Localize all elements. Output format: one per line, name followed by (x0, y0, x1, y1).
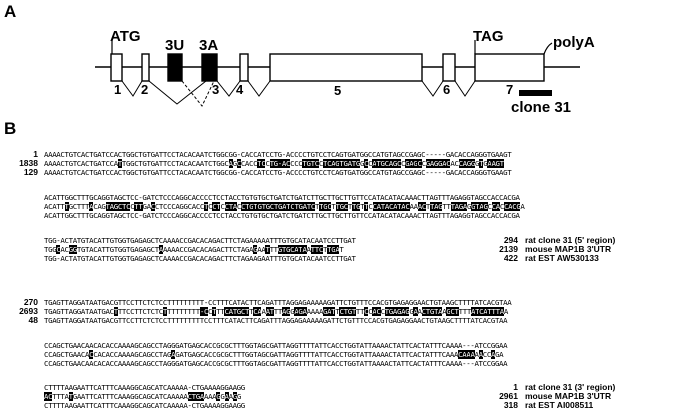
sequence-text: TGAGTTAGGATAATGACTTTCCTTCTCTCTTTTTTTTT-C… (44, 307, 508, 316)
atg-label: ATG (110, 28, 141, 45)
alignment-row: TGGCACGGTGTACATTGTGGTGAGAGCTAAAAACCGACAC… (0, 245, 675, 254)
sequence-text: AAAACTGTCACTGATCCATTGGCTGTGATTCCTACACAAT… (44, 159, 504, 168)
alignment-row: CTTTTAAGAATTCATTTCAAAGGCAGCATCAAAAA-CTGA… (0, 400, 675, 411)
alignment-row: 1838 AAAACTGTCACTGATCCATTGGCTGTGATTCCTACA… (0, 159, 675, 168)
gene-structure-diagram: ATG TAG polyA 3U 3A 1 2 3 4 5 6 7 clone … (95, 28, 595, 116)
alignment-row: ACTTTATGAATTCATTTCAAAGGCAGCATCAAAAACTGAA… (0, 392, 675, 401)
sequence-text: ACATTGGCTTTGCAGGTAGCTCC-GATCTCCCAGGCACCC… (44, 193, 520, 202)
exon-num-6: 6 (443, 82, 450, 97)
splice-1-2 (121, 80, 143, 97)
sequence-position: 1 (33, 149, 38, 159)
alignment-row: TGG-ACTATGTACATTGTGGTGAGAGCTCAAAACCGACAC… (0, 253, 675, 264)
sequence-position: 270 (23, 297, 38, 307)
panel-a-label: A (4, 2, 17, 21)
exon-1 (110, 53, 123, 82)
sequence-position: 1838 (19, 158, 38, 168)
polya-label: polyA (553, 34, 595, 51)
sequence-text: TGAGTTAGGATAATGACGTTCCTTCTCTCCTTTTTTTTT-… (44, 298, 512, 307)
alignment-row: 48 TGAGTTAGGATAATGACGTTCCTTCTCTCCTTTTTTTT… (0, 315, 675, 326)
exon-2 (141, 53, 150, 82)
alignment-row: CTTTTAAGAATTCATTTCAAAGGCAGCATCAAAAA-CTGA… (0, 382, 675, 393)
exon-num-3: 3 (212, 82, 219, 97)
alignment-row: 2693 TGAGTTAGGATAATGACTTTCCTTCTCTCTTTTTTT… (0, 307, 675, 316)
exon-3a-label: 3A (199, 37, 218, 54)
exon-7 (474, 53, 545, 82)
exon-num-1: 1 (114, 82, 121, 97)
sequence-label: rat clone 31 (5' region) (525, 235, 616, 245)
alignment-row: CCAGCTGAACACCACACCAAAAGCAGCCTAGAGATGAGCA… (0, 350, 675, 359)
exon-3a (201, 53, 218, 82)
sequence-end-position: 2139 (499, 244, 518, 254)
sequence-end-position: 294 (503, 235, 518, 245)
sequence-position: 2693 (19, 306, 38, 316)
splice-5-6 (421, 80, 444, 97)
sequence-label: rat clone 31 (3' region) (525, 382, 616, 392)
exon-num-2: 2 (141, 82, 148, 97)
alignment-row: 129 AAAACTGTCACTGATCCACTGGCTGTGATTCCTACAC… (0, 167, 675, 178)
sequence-text: ACATTGGCTTTGCAGGTAGCTCC-GATCTCCCAGGCACCC… (44, 211, 520, 220)
sequence-position: 48 (28, 315, 38, 325)
splice-3-4 (216, 80, 241, 97)
sequence-text: TGAGTTAGGATAATGACGTTCCTTCTCTCCTTTTTTTTTC… (44, 316, 508, 325)
panel-b-label: B (4, 119, 17, 138)
sequence-end-position: 2961 (499, 391, 518, 401)
sequence-text: CCAGCTGAACAACACACCAAAAGCAGCCTAGGGATGAGCA… (44, 359, 508, 368)
alignment-row: ACATTGGCTTTGCAGGTAGCTCC-GATCTCCCAGGCACCC… (0, 211, 675, 220)
alignment-block: TGG-ACTATGTACATTGTGGTGAGAGCTCAAAACCGACAC… (0, 235, 675, 264)
sequence-label: rat EST AW530133 (525, 253, 599, 263)
exon-num-7: 7 (506, 82, 513, 97)
alignment-row: ACATTTGCTTTACAGTAGCTCCTTGACCTCCCAGGCACCT… (0, 202, 675, 211)
polya-marker (543, 42, 553, 55)
exon-5 (269, 53, 423, 82)
exon-4 (239, 53, 249, 82)
sequence-text: AAAACTGTCACTGATCCACTGGCTGTGATTCCTACACAAT… (44, 150, 512, 159)
sequence-text: TGG-ACTATGTACATTGTGGTGAGAGCTCAAAACCGACAC… (44, 254, 356, 263)
sequence-text: CTTTTAAGAATTCATTTCAAAGGCAGCATCAAAAA-CTGA… (44, 383, 245, 392)
sequence-end-position: 318 (503, 400, 518, 410)
sequence-label: rat EST AI008511 (525, 400, 594, 410)
sequence-text: CCAGCTGAACAACACACCAAAAGCAGCCTAGGGATGAGCA… (44, 341, 508, 350)
exon-num-4: 4 (236, 82, 244, 97)
sequence-text: TGGCACGGTGTACATTGTGGTGAGAGCTAAAAACCGACAC… (44, 245, 344, 254)
sequence-end-position: 1 (513, 382, 518, 392)
exon-6 (442, 53, 456, 82)
sequence-text: AAAACTGTCACTGATCCACTGGCTGTGATTCCTACACAAT… (44, 168, 512, 177)
sequence-text: TGG-ACTATGTACATTGTGGTGAGAGCTCAAAACCGACAC… (44, 236, 356, 245)
clone-31-label: clone 31 (511, 99, 571, 116)
clone-31-bar (519, 90, 552, 96)
alignment-block: CTTTTAAGAATTCATTTCAAAGGCAGCATCAAAAA-CTGA… (0, 383, 675, 410)
exon-3u-label: 3U (165, 37, 184, 54)
splice-6-7 (454, 80, 476, 97)
splice-2-3u-dashed (181, 80, 215, 107)
sequence-position: 129 (23, 167, 38, 177)
alignment-row: 270 TGAGTTAGGATAATGACGTTCCTTCTCTCCTTTTTTT… (0, 297, 675, 308)
sequence-text: ACTTTATGAATTCATTTCAAAGGCAGCATCAAAAACTGAA… (44, 392, 241, 401)
tag-label: TAG (473, 28, 504, 45)
splice-4-5 (247, 80, 271, 97)
alignment-row: TGG-ACTATGTACATTGTGGTGAGAGCTCAAAACCGACAC… (0, 235, 675, 246)
sequence-text: CCAGCTGAACACCACACCAAAAGCAGCCTAGAGATGAGCA… (44, 350, 504, 359)
alignment-row: 1 AAAACTGTCACTGATCCACTGGCTGTGATTCCTACACAA… (0, 149, 675, 160)
sequence-end-position: 422 (503, 253, 518, 263)
splice-2-3a (148, 80, 207, 105)
alignment-block: CCAGCTGAACAACACACCAAAAGCAGCCTAGGGATGAGCA… (0, 341, 675, 368)
alignment-row: ACATTGGCTTTGCAGGTAGCTCC-GATCTCCCAGGCACCC… (0, 193, 675, 202)
sequence-text: ACATTTGCTTTACAGTAGCTCCTTGACCTCCCAGGCACCT… (44, 202, 525, 211)
sequence-text: CTTTTAAGAATTCATTTCAAAGGCAGCATCAAAAA-CTGA… (44, 401, 245, 410)
alignment-row: CCAGCTGAACAACACACCAAAAGCAGCCTAGGGATGAGCA… (0, 341, 675, 350)
alignment-row: CCAGCTGAACAACACACCAAAAGCAGCCTAGGGATGAGCA… (0, 359, 675, 368)
exon-3u (167, 53, 183, 82)
exon-num-5: 5 (334, 83, 341, 98)
sequence-label: mouse MAP1B 3'UTR (525, 244, 612, 254)
alignment-block: ACATTGGCTTTGCAGGTAGCTCC-GATCTCCCAGGCACCC… (0, 193, 675, 220)
sequence-label: mouse MAP1B 3'UTR (525, 391, 612, 401)
